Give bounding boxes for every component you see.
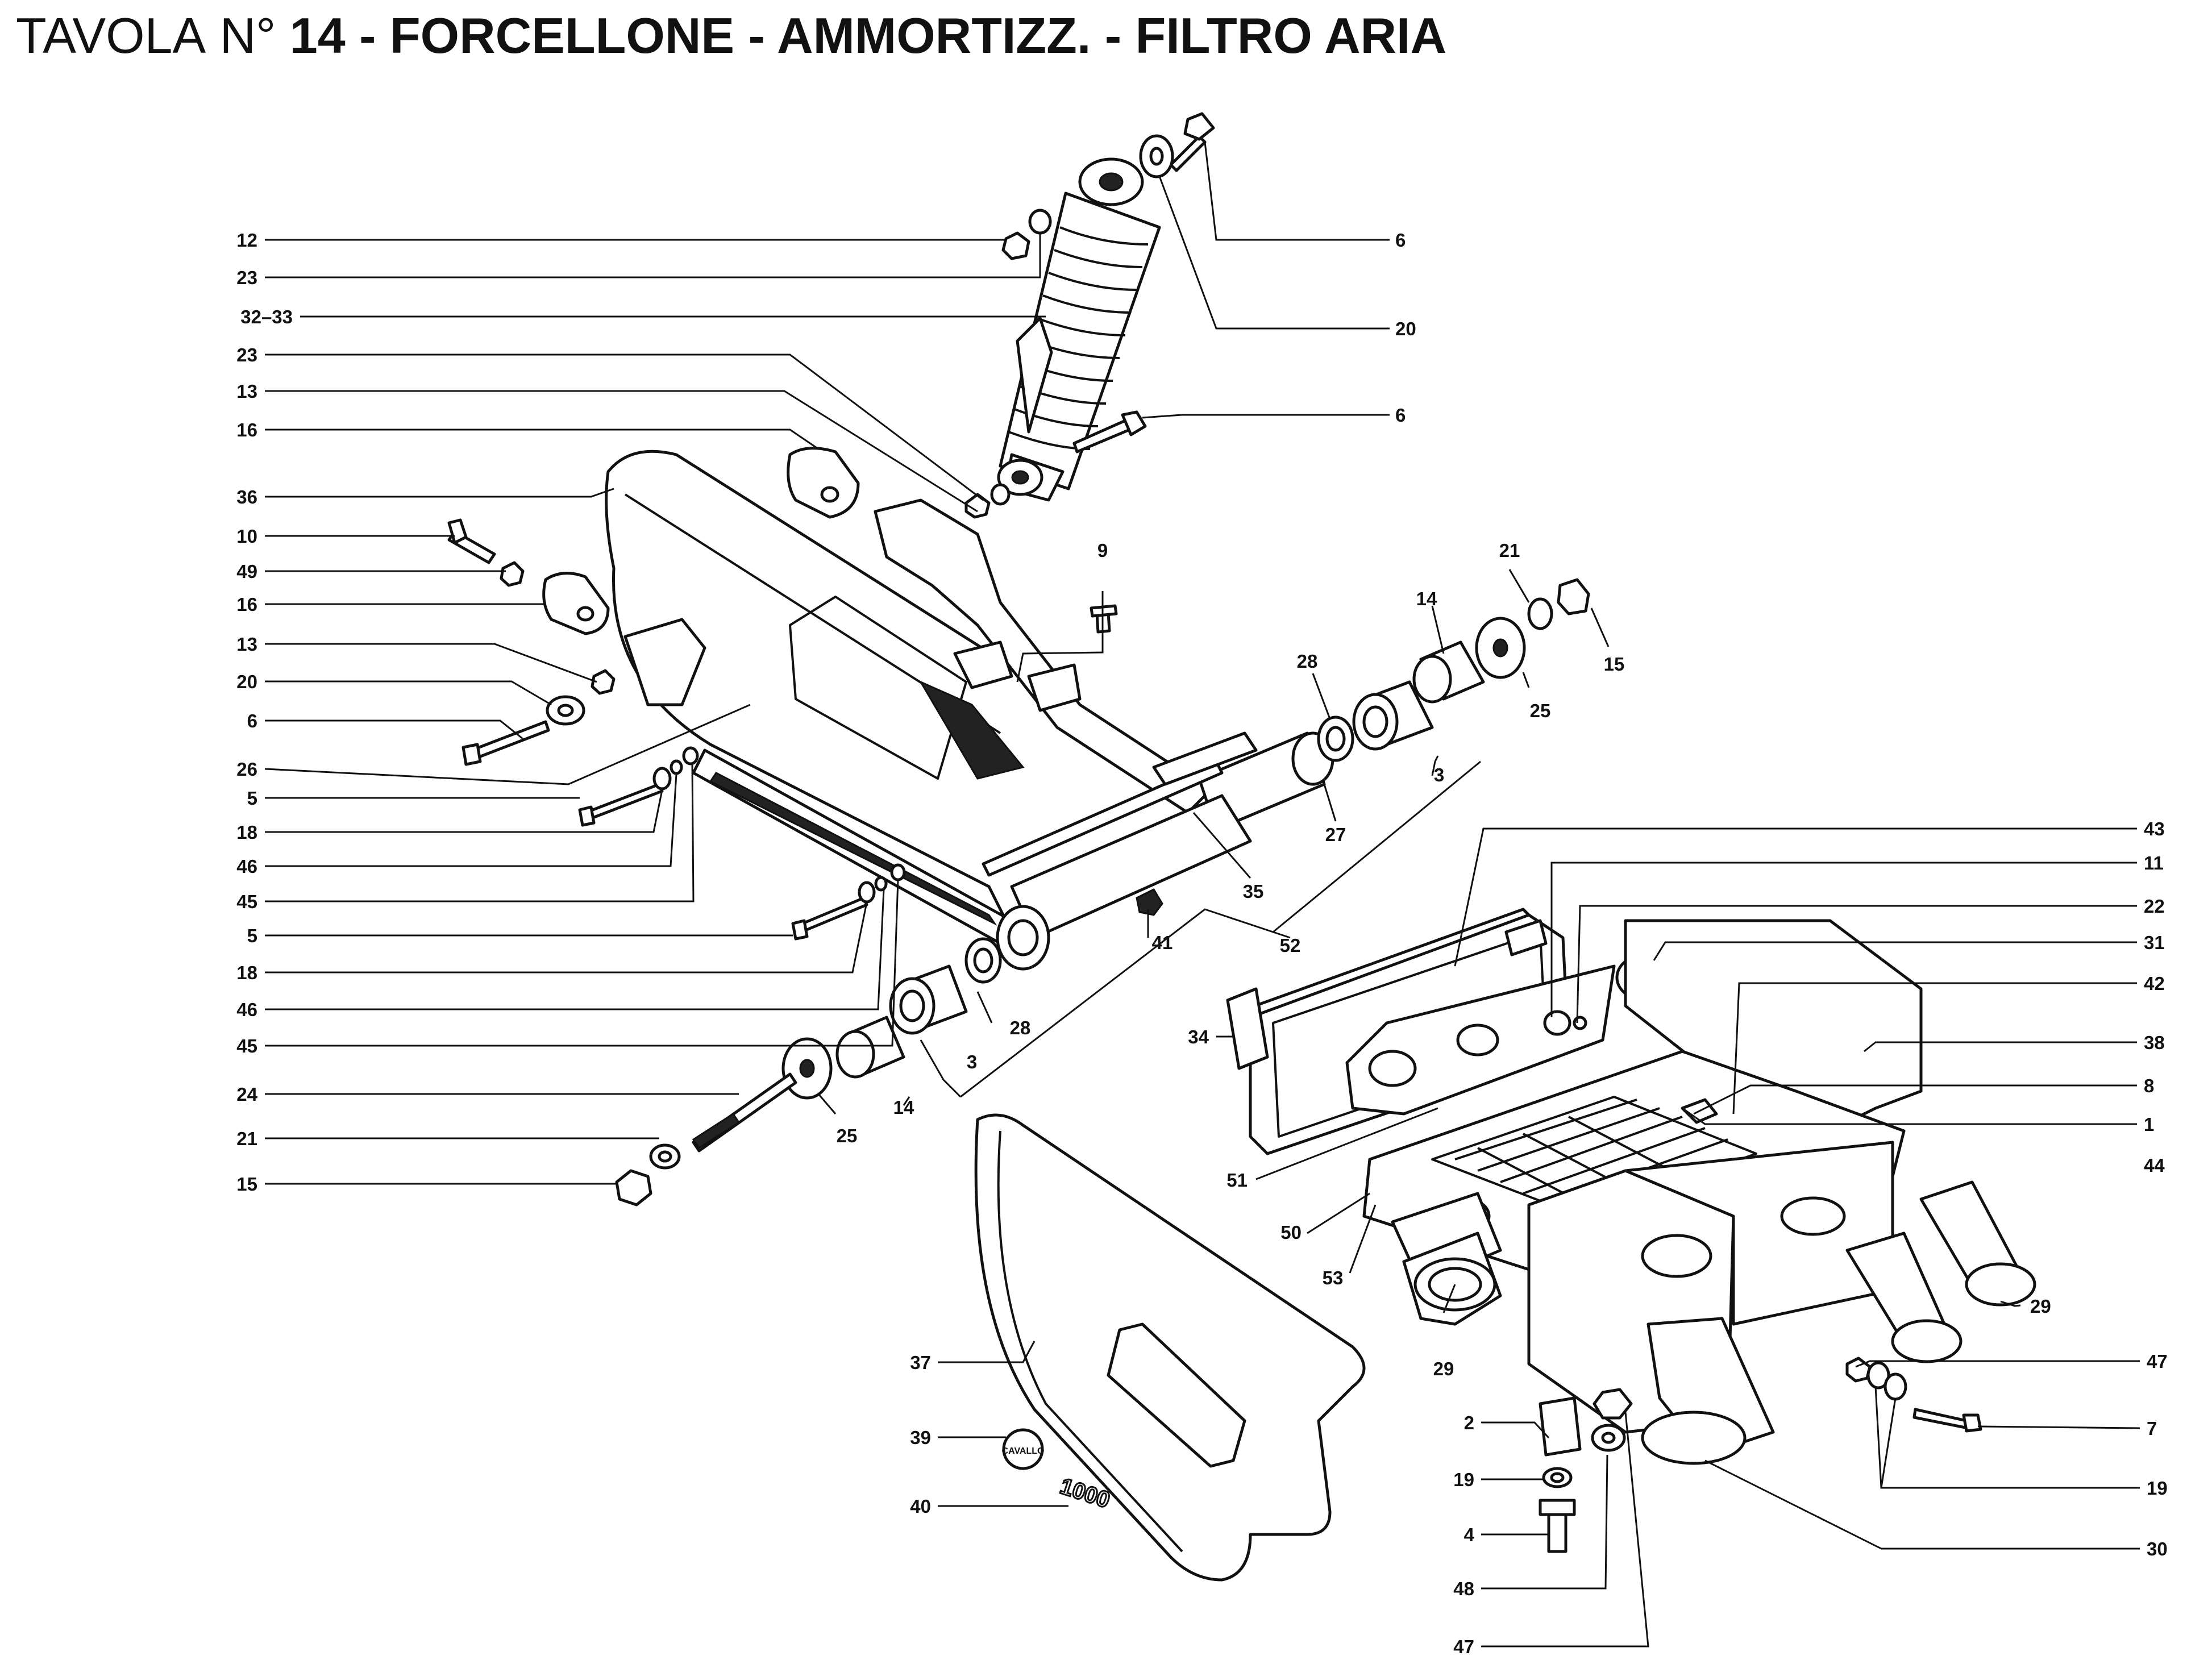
callout-15: 15 bbox=[236, 1174, 257, 1195]
callout-46: 46 bbox=[236, 856, 257, 877]
callout-30: 30 bbox=[2147, 1538, 2168, 1559]
callout-28: 28 bbox=[1297, 651, 1318, 672]
callout-5: 5 bbox=[247, 925, 257, 946]
callout-16: 16 bbox=[236, 594, 257, 615]
swingarm-brackets bbox=[542, 447, 860, 635]
leader-lines bbox=[264, 142, 2140, 1648]
emblem-badge: CAVALLO bbox=[1002, 1446, 1045, 1456]
pivot-hardware-right bbox=[1090, 578, 1590, 762]
callout-5: 5 bbox=[247, 788, 257, 809]
callout-25: 25 bbox=[1530, 700, 1551, 721]
callout-49: 49 bbox=[236, 561, 257, 582]
callout-39: 39 bbox=[910, 1427, 931, 1448]
callout-44: 44 bbox=[2144, 1155, 2165, 1176]
callout-8: 8 bbox=[2144, 1075, 2154, 1096]
callout-18: 18 bbox=[236, 962, 257, 983]
callout-1: 1 bbox=[2144, 1114, 2154, 1135]
callout-14: 14 bbox=[1416, 588, 1437, 609]
callout-13: 13 bbox=[236, 634, 257, 655]
callout-13: 13 bbox=[236, 381, 257, 402]
callout-51: 51 bbox=[1226, 1170, 1248, 1191]
callout-22: 22 bbox=[2144, 896, 2165, 917]
callout-52: 52 bbox=[1280, 935, 1301, 956]
callout-20: 20 bbox=[236, 671, 257, 692]
callout-47: 47 bbox=[1453, 1636, 1474, 1657]
callout-29: 29 bbox=[2030, 1296, 2051, 1317]
callout-32-33: 32–33 bbox=[240, 306, 293, 327]
callout-27: 27 bbox=[1325, 824, 1346, 845]
air-filter-box bbox=[1226, 908, 2036, 1465]
callout-14: 14 bbox=[893, 1097, 914, 1118]
callout-4: 4 bbox=[1464, 1524, 1475, 1545]
callout-20: 20 bbox=[1395, 318, 1416, 339]
title-text: - FORCELLONE - AMMORTIZZ. - FILTRO ARIA bbox=[359, 7, 1447, 64]
callout-31: 31 bbox=[2144, 932, 2165, 953]
callout-15: 15 bbox=[1604, 654, 1625, 675]
callout-11: 11 bbox=[2144, 852, 2164, 873]
shock-mounting-hardware bbox=[964, 112, 1215, 519]
callout-28: 28 bbox=[1010, 1017, 1031, 1038]
callout-6: 6 bbox=[247, 710, 257, 731]
callout-16: 16 bbox=[236, 419, 257, 440]
callout-43: 43 bbox=[2144, 818, 2165, 839]
title-number: 14 bbox=[289, 7, 346, 64]
callout-25: 25 bbox=[837, 1125, 858, 1146]
callout-36: 36 bbox=[236, 486, 257, 507]
callout-21: 21 bbox=[236, 1128, 257, 1149]
callout-45: 45 bbox=[236, 891, 257, 912]
callout-26: 26 bbox=[236, 759, 257, 780]
callout-12: 12 bbox=[236, 230, 257, 251]
callout-48: 48 bbox=[1453, 1578, 1474, 1599]
callout-53: 53 bbox=[1323, 1267, 1344, 1288]
callout-41: 41 bbox=[1152, 932, 1173, 953]
callout-3: 3 bbox=[967, 1051, 977, 1072]
callout-7: 7 bbox=[2147, 1418, 2157, 1439]
callout-37: 37 bbox=[910, 1352, 931, 1373]
callout-23: 23 bbox=[236, 267, 257, 288]
pivot-hardware-left bbox=[615, 937, 1002, 1207]
shock-absorber bbox=[997, 157, 1161, 502]
callout-45: 45 bbox=[236, 1035, 257, 1056]
callout-42: 42 bbox=[2144, 973, 2165, 994]
callout-6: 6 bbox=[1395, 405, 1406, 426]
callout-6: 6 bbox=[1395, 230, 1406, 251]
title-prefix: TAVOLA bbox=[16, 7, 206, 64]
callout-18: 18 bbox=[236, 822, 257, 843]
left-hardware bbox=[447, 518, 906, 941]
side-cover: CAVALLO 1000 bbox=[974, 1113, 1366, 1582]
callout-labels: 12 23 32–33 23 13 16 36 10 49 16 13 20 6… bbox=[236, 230, 2167, 1657]
callout-50: 50 bbox=[1280, 1222, 1302, 1243]
callout-47: 47 bbox=[2147, 1351, 2168, 1372]
callout-19: 19 bbox=[2147, 1478, 2168, 1499]
callout-23: 23 bbox=[236, 344, 257, 365]
callout-19: 19 bbox=[1453, 1469, 1474, 1490]
callout-21: 21 bbox=[1499, 540, 1520, 561]
page-title: TAVOLA N° 14 - FORCELLONE - AMMORTIZZ. -… bbox=[16, 5, 1446, 67]
callout-34: 34 bbox=[1188, 1026, 1209, 1047]
title-number-sign: N° bbox=[219, 7, 276, 64]
callout-46: 46 bbox=[236, 999, 257, 1020]
callout-3: 3 bbox=[1434, 764, 1444, 785]
swingarm bbox=[605, 450, 1334, 971]
callout-35: 35 bbox=[1243, 881, 1264, 902]
callout-9: 9 bbox=[1097, 540, 1108, 561]
callout-38: 38 bbox=[2144, 1032, 2165, 1053]
callout-2: 2 bbox=[1464, 1412, 1474, 1433]
callout-24: 24 bbox=[236, 1084, 257, 1105]
callout-29: 29 bbox=[1433, 1358, 1454, 1379]
callout-40: 40 bbox=[910, 1496, 931, 1517]
callout-10: 10 bbox=[236, 526, 257, 547]
